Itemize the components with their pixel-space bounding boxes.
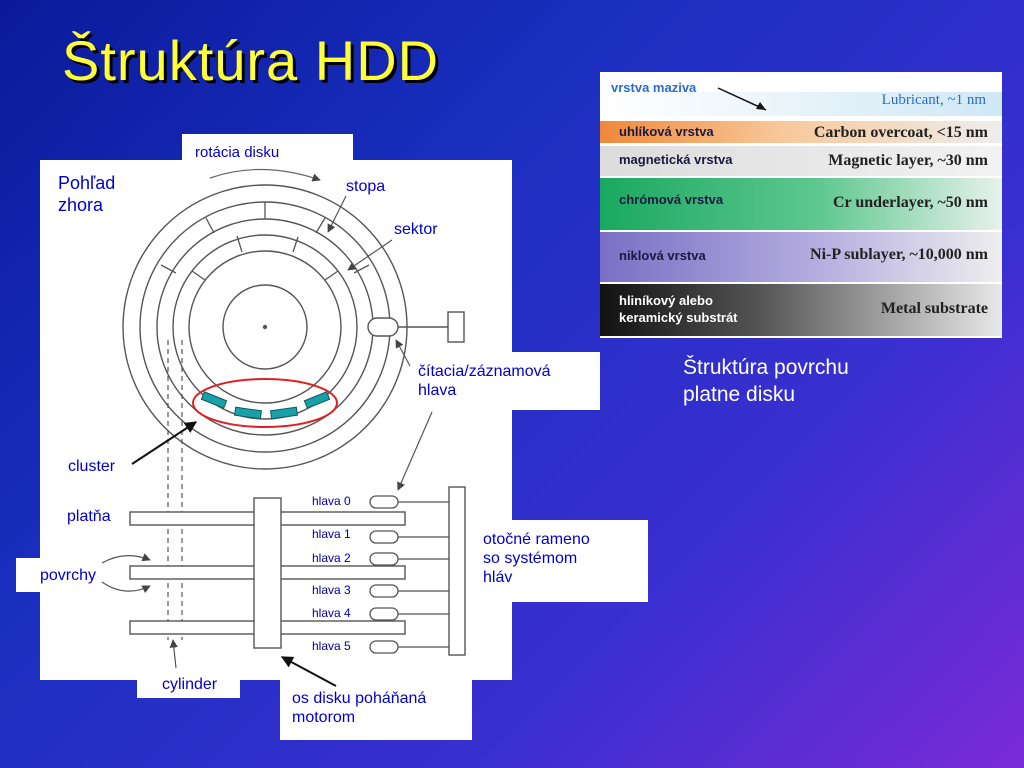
chromium-en-label: Cr underlayer, ~50 nm xyxy=(833,194,988,211)
head-1-label: hlava 1 xyxy=(312,527,351,541)
spindle-hub xyxy=(222,284,308,370)
head-label-box xyxy=(404,352,600,410)
chromium-sk-label: chrómová vrstva xyxy=(619,192,724,207)
head-side-pointer xyxy=(397,411,433,491)
view-top-label: Pohľad zhora xyxy=(58,173,116,215)
nickel-sk-label: niklová vrstva xyxy=(619,248,706,263)
lubricant-en-label: Lubricant, ~1 nm xyxy=(881,92,986,108)
sector-dividers xyxy=(160,202,370,281)
magnetic-sk-label: magnetická vrstva xyxy=(619,152,733,167)
cluster-sectors xyxy=(200,391,331,420)
sector-label: sektor xyxy=(394,221,438,238)
surfaces-arrow-top xyxy=(101,553,151,564)
head-3-label: hlava 3 xyxy=(312,583,351,597)
cylinder-label-box xyxy=(137,668,240,698)
rotation-arrow xyxy=(209,168,321,182)
head-arm-bar xyxy=(448,486,466,656)
sector-pointer xyxy=(347,239,393,271)
layer-lubricant xyxy=(600,92,1002,116)
track-ring-4 xyxy=(172,234,358,420)
layer-chromium xyxy=(600,178,1002,230)
track-pointer xyxy=(327,195,347,233)
track-ring-5 xyxy=(188,250,342,404)
cluster-pointer xyxy=(131,421,198,465)
layer-magnetic xyxy=(600,146,1002,176)
platter-label: platňa xyxy=(67,508,111,525)
lubricant-pointer xyxy=(717,87,767,111)
spindle-shaft xyxy=(253,497,282,649)
head-0-label: hlava 0 xyxy=(312,494,351,508)
substrate-sk-label: hliníkový alebo keramický substrát xyxy=(619,293,738,325)
track-label: stopa xyxy=(346,178,386,195)
head-label: čítacia/záznamová hlava xyxy=(418,363,551,399)
arm-label: otočné rameno so systémom hláv xyxy=(483,531,590,586)
cylinder-label: cylinder xyxy=(162,676,218,693)
side-heads xyxy=(369,495,449,654)
surfaces-label: povrchy xyxy=(40,567,97,584)
cluster-highlight xyxy=(192,378,338,428)
head-pointer xyxy=(395,339,411,367)
spindle-pointer xyxy=(280,656,337,687)
magnetic-en-label: Magnetic layer, ~30 nm xyxy=(828,152,988,169)
layer-carbon xyxy=(600,121,1002,143)
layer-substrate xyxy=(600,284,1002,336)
cylinder-pointer xyxy=(169,639,178,669)
cluster-label: cluster xyxy=(68,458,116,475)
surfaces-label-box xyxy=(16,558,132,592)
layers-caption: Štruktúra povrchu platne disku xyxy=(683,356,849,406)
slide-title: Štruktúra HDD xyxy=(62,29,440,92)
layer-nickel xyxy=(600,232,1002,282)
cylinder-lines xyxy=(167,340,183,640)
spindle-label-box xyxy=(280,680,472,740)
rotation-label-box xyxy=(182,134,353,164)
carbon-sk-label: uhlíková vrstva xyxy=(619,124,714,139)
spindle-label: os disku poháňaná motorom xyxy=(292,690,427,726)
spindle-center xyxy=(262,324,268,330)
top-head-assembly xyxy=(367,311,465,343)
surfaces-arrow-bottom xyxy=(101,581,151,594)
carbon-en-label: Carbon overcoat, <15 nm xyxy=(813,124,988,141)
rotation-label: rotácia disku xyxy=(195,144,280,161)
head-4-label: hlava 4 xyxy=(312,606,351,620)
head-2-label: hlava 2 xyxy=(312,551,351,565)
arm-label-box xyxy=(474,520,648,602)
substrate-en-label: Metal substrate xyxy=(880,300,988,317)
head-5-label: hlava 5 xyxy=(312,639,351,653)
nickel-en-label: Ni-P sublayer, ~10,000 nm xyxy=(810,246,988,263)
lubricant-sk-label: vrstva maziva xyxy=(611,80,697,95)
